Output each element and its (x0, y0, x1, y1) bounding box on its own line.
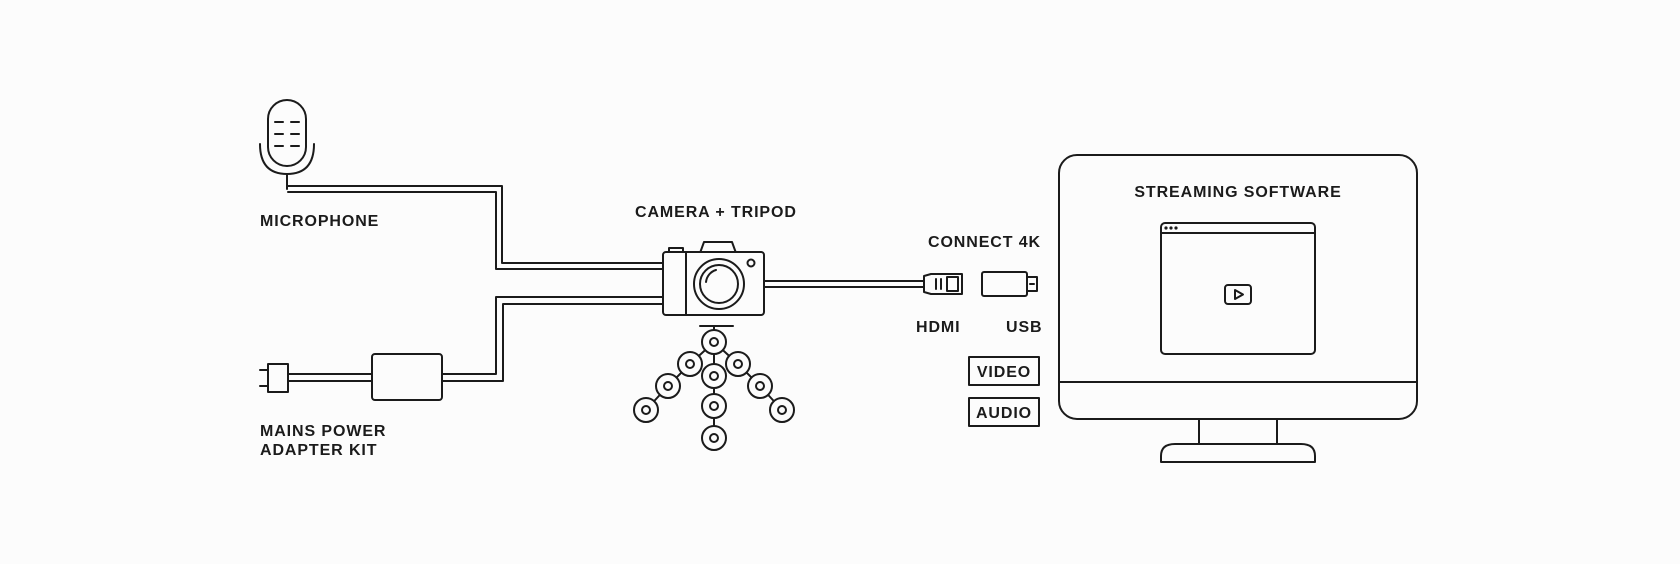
hdmi-plug-icon (923, 273, 963, 295)
microphone-cable (287, 185, 664, 270)
tripod-icon (633, 325, 795, 451)
power-adapter-icon (371, 353, 443, 401)
microphone-label: MICROPHONE (260, 213, 379, 230)
power-plug-icon (259, 363, 289, 393)
hdmi-cable (763, 280, 925, 288)
camera-icon (662, 241, 765, 316)
camera-tripod-label: CAMERA + TRIPOD (635, 204, 797, 221)
power-adapter-cable (441, 296, 664, 382)
power-plug-cable (287, 373, 373, 382)
hdmi-label: HDMI (916, 319, 960, 336)
usb-dongle-icon (981, 271, 1038, 297)
monitor-icon (1058, 154, 1418, 463)
mains-power-label-line2: ADAPTER KIT (260, 442, 377, 459)
mains-power-label-line1: MAINS POWER (260, 423, 386, 440)
microphone-icon (259, 99, 315, 190)
streaming-app-window (1160, 222, 1316, 355)
usb-label: USB (1006, 319, 1042, 336)
connect-4k-label: CONNECT 4K (928, 234, 1041, 251)
audio-badge (968, 397, 1040, 427)
play-icon (1224, 284, 1252, 305)
audio-label: AUDIO (976, 405, 1032, 422)
streaming-software-label: STREAMING SOFTWARE (1134, 184, 1341, 201)
video-badge (968, 356, 1040, 386)
video-label: VIDEO (977, 364, 1031, 381)
